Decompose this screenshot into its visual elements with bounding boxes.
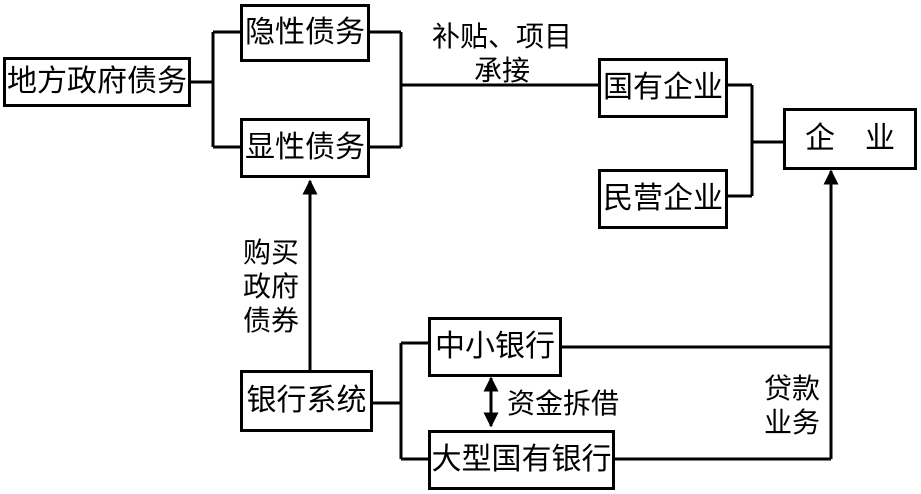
private-enterprise-box: 民营企业 [598, 169, 728, 229]
large-state-banks-box: 大型国有银行 [428, 430, 615, 490]
loan-business-line1: 贷款 [763, 372, 820, 405]
enterprise-box: 企业 [783, 108, 917, 170]
enterprise-label: 企业 [805, 121, 921, 156]
fund-lending-label: 资金拆借 [507, 387, 620, 420]
banking-system-box: 银行系统 [240, 370, 373, 432]
buy-gov-bonds-line2: 政府 [242, 270, 299, 303]
subsidy-label-line2: 承接 [473, 54, 530, 87]
loan-business-line2: 业务 [763, 406, 820, 439]
buy-gov-bonds-label: 购买 政府 债券 [238, 236, 304, 338]
small-medium-banks-box: 中小银行 [428, 317, 562, 377]
buy-gov-bonds-line1: 购买 [242, 236, 299, 269]
local-gov-debt-box: 地方政府债务 [3, 57, 191, 107]
subsidy-label: 补贴、项目 承接 [412, 20, 592, 88]
soe-box: 国有企业 [598, 58, 728, 118]
explicit-debt-box: 显性债务 [240, 118, 370, 178]
implicit-debt-box: 隐性债务 [240, 4, 370, 62]
subsidy-label-line1: 补贴、项目 [431, 20, 572, 53]
buy-gov-bonds-line3: 债券 [242, 304, 299, 337]
loan-business-label: 贷款 业务 [760, 372, 824, 440]
